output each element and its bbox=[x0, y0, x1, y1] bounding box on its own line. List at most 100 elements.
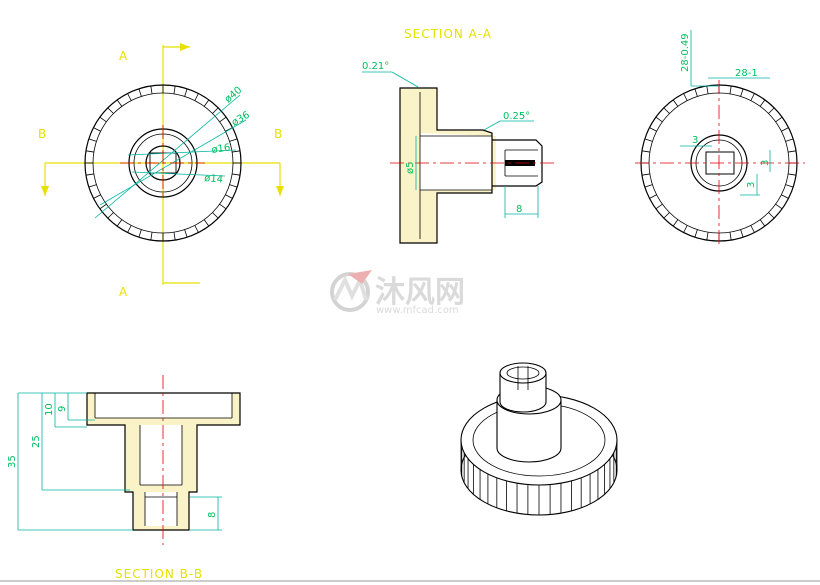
knurl-notch bbox=[127, 225, 132, 233]
dim-text-d5: ø5 bbox=[405, 162, 416, 174]
arrow-head-b-right bbox=[276, 186, 284, 196]
knurl-notch bbox=[775, 203, 783, 210]
dim-text-ang-mid: 0.25° bbox=[503, 111, 530, 122]
iso-knurl-ribs bbox=[460, 440, 618, 515]
iso-tip-bore bbox=[506, 366, 540, 380]
knurl-notch bbox=[85, 150, 94, 153]
knurl-notch bbox=[203, 219, 210, 227]
dim-text-3c: 3 bbox=[746, 182, 757, 188]
arrow-head-b-left bbox=[41, 186, 49, 196]
knurl-notch bbox=[672, 99, 679, 107]
knurl-notch bbox=[768, 212, 775, 219]
right-view: 28-0.49 28-1 3 3 3 bbox=[635, 30, 805, 245]
label-b-left: B bbox=[38, 127, 47, 141]
knurl-notch bbox=[127, 93, 132, 101]
knurl-notch bbox=[107, 212, 114, 219]
knurl-notch bbox=[219, 116, 227, 123]
knurl-notch bbox=[706, 85, 709, 94]
section-aa-tip bbox=[492, 139, 543, 187]
section-bb-outline bbox=[86, 392, 241, 531]
top-view: ø40 ø36 ø16 ø14 A A B B bbox=[38, 43, 284, 299]
knurl-notch bbox=[229, 184, 238, 188]
watermark-url: www.mfcad.com bbox=[376, 305, 459, 316]
knurl-notches bbox=[85, 85, 241, 241]
knurl-notch bbox=[663, 212, 670, 219]
knurl-notch bbox=[173, 232, 176, 241]
dim-text-h10: 10 bbox=[44, 403, 55, 416]
section-bb-hatch bbox=[87, 393, 240, 530]
knurl-notch bbox=[785, 184, 794, 188]
knurl-notch bbox=[194, 93, 199, 101]
dim-text-3b: 3 bbox=[760, 160, 771, 166]
knurl-notch bbox=[99, 116, 107, 123]
knurl-notch bbox=[649, 127, 657, 132]
dim-text-3a: 3 bbox=[692, 135, 698, 146]
knurl-notch bbox=[759, 219, 766, 227]
dim-leader-021 bbox=[391, 71, 419, 88]
knurl-notch bbox=[788, 173, 797, 176]
knurl-notch bbox=[219, 203, 227, 210]
knurl-notch bbox=[173, 85, 176, 94]
knurl-notch bbox=[184, 88, 188, 97]
section-aa-title: SECTION A-A bbox=[404, 27, 492, 41]
knurl-notch bbox=[694, 229, 698, 238]
dim-line-d36 bbox=[99, 119, 247, 206]
label-a-bottom: A bbox=[119, 285, 128, 299]
dim-text-28-049: 28-0.49 bbox=[680, 33, 691, 72]
dim-line-d16 bbox=[127, 149, 237, 156]
iso-shaft bbox=[496, 400, 562, 463]
dim-line-d40 bbox=[94, 94, 241, 219]
section-bb-title: SECTION B-B bbox=[115, 567, 203, 581]
knurl-notch bbox=[641, 173, 650, 176]
dim-line-d14 bbox=[131, 171, 226, 177]
knurl-notch bbox=[788, 150, 797, 153]
watermark: 沐风网 www.mfcad.com bbox=[330, 270, 465, 316]
knurl-notch bbox=[781, 127, 789, 132]
knurl-notch bbox=[768, 107, 775, 114]
knurl-notch bbox=[232, 150, 241, 153]
right-knurl-notches bbox=[641, 85, 797, 241]
knurl-notch bbox=[225, 194, 233, 199]
dim-text-len8: 8 bbox=[516, 204, 522, 215]
knurl-notch bbox=[138, 229, 142, 238]
knurl-notch bbox=[212, 107, 219, 114]
knurl-notch bbox=[644, 184, 653, 188]
knurl-notch bbox=[212, 212, 219, 219]
dim-text-ang-top: 0.21° bbox=[362, 61, 389, 72]
knurl-notch bbox=[683, 93, 688, 101]
label-a-top: A bbox=[119, 49, 128, 63]
dim-text-h9: 9 bbox=[57, 406, 68, 412]
dim-text-d40: ø40 bbox=[223, 85, 245, 106]
knurl-notch bbox=[99, 203, 107, 210]
knurl-notch bbox=[184, 229, 188, 238]
dim-text-h8: 8 bbox=[207, 512, 218, 518]
knurl-notch bbox=[232, 173, 241, 176]
section-bb-view: 35 25 10 9 8 SECTION B-B bbox=[7, 375, 241, 581]
dim-text-d16: ø16 bbox=[211, 142, 231, 156]
knurl-notch bbox=[194, 225, 199, 233]
knurl-notch bbox=[750, 93, 755, 101]
knurl-notch bbox=[729, 85, 732, 94]
isometric-view bbox=[460, 362, 618, 516]
section-aa-hatch bbox=[400, 88, 496, 243]
iso-tip-top bbox=[499, 362, 547, 384]
knurl-notch bbox=[775, 116, 783, 123]
dim-text-h35: 35 bbox=[7, 455, 18, 468]
knurl-notch bbox=[740, 229, 744, 238]
knurl-notch bbox=[138, 88, 142, 97]
knurl-notch bbox=[116, 219, 123, 227]
watermark-brand: 沐风网 bbox=[375, 275, 465, 310]
iso-tip bbox=[499, 373, 547, 413]
knurl-notch bbox=[88, 184, 97, 188]
knurl-notch bbox=[759, 99, 766, 107]
knurl-notch bbox=[729, 232, 732, 241]
knurl-notch bbox=[706, 232, 709, 241]
dim-text-d14: ø14 bbox=[204, 173, 224, 186]
knurl-notch bbox=[655, 203, 663, 210]
section-aa-view: SECTION A-A 0.21° 0.25° ø5 8 bbox=[362, 27, 555, 244]
knurl-notch bbox=[150, 85, 153, 94]
knurl-notch bbox=[107, 107, 114, 114]
knurl-notch bbox=[85, 173, 94, 176]
knurl-notch bbox=[641, 150, 650, 153]
